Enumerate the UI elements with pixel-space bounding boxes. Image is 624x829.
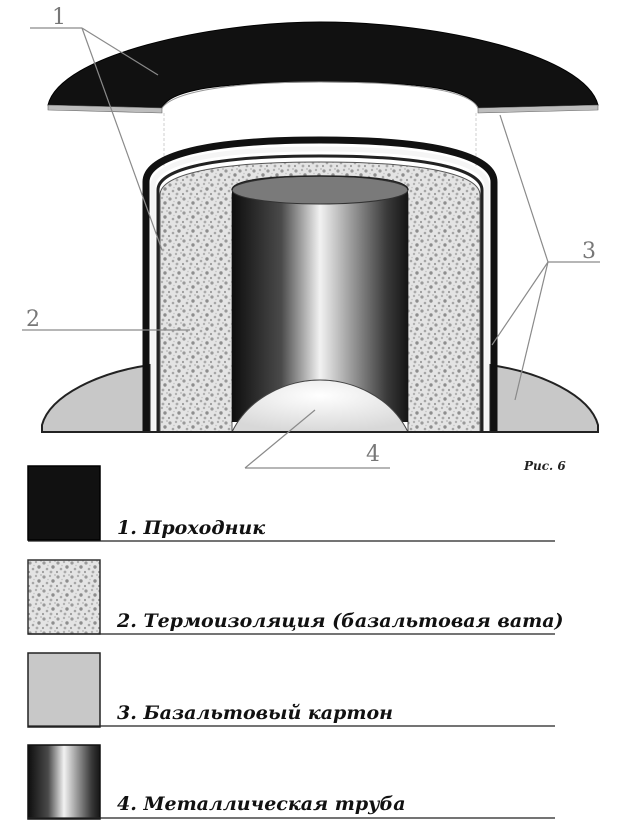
callout-2: 2 (26, 307, 40, 332)
callout-4: 4 (366, 442, 380, 467)
legend-item-passage: 1. Проходник (27, 465, 555, 542)
passage-shell (142, 136, 498, 432)
legend-item-pipe: 4. Металлическая труба (27, 744, 555, 820)
legend-item-cardboard: 3. Базальтовый картон (27, 652, 555, 728)
legend-label: 1. Проходник (117, 517, 265, 539)
legend-label: 4. Металлическая труба (117, 793, 406, 815)
legend-item-insulation: 2. Термоизоляция (базальтовая вата) (27, 559, 564, 635)
legend-swatch-gray (27, 652, 101, 728)
legend-swatch-black (27, 465, 101, 541)
metal-pipe (231, 175, 409, 433)
callout-1: 1 (52, 5, 66, 30)
legend-swatch-metal (27, 744, 101, 820)
legend-label: 3. Базальтовый картон (117, 702, 393, 724)
leader-lines (22, 27, 600, 469)
cardboard-flange (41, 363, 599, 433)
legend-label: 2. Термоизоляция (базальтовая вата) (116, 610, 564, 632)
legend-swatch-speckled (27, 559, 101, 635)
callout-3: 3 (582, 239, 596, 264)
passage-top-disk (47, 21, 599, 114)
figure-caption: Рис. 6 (523, 459, 566, 473)
